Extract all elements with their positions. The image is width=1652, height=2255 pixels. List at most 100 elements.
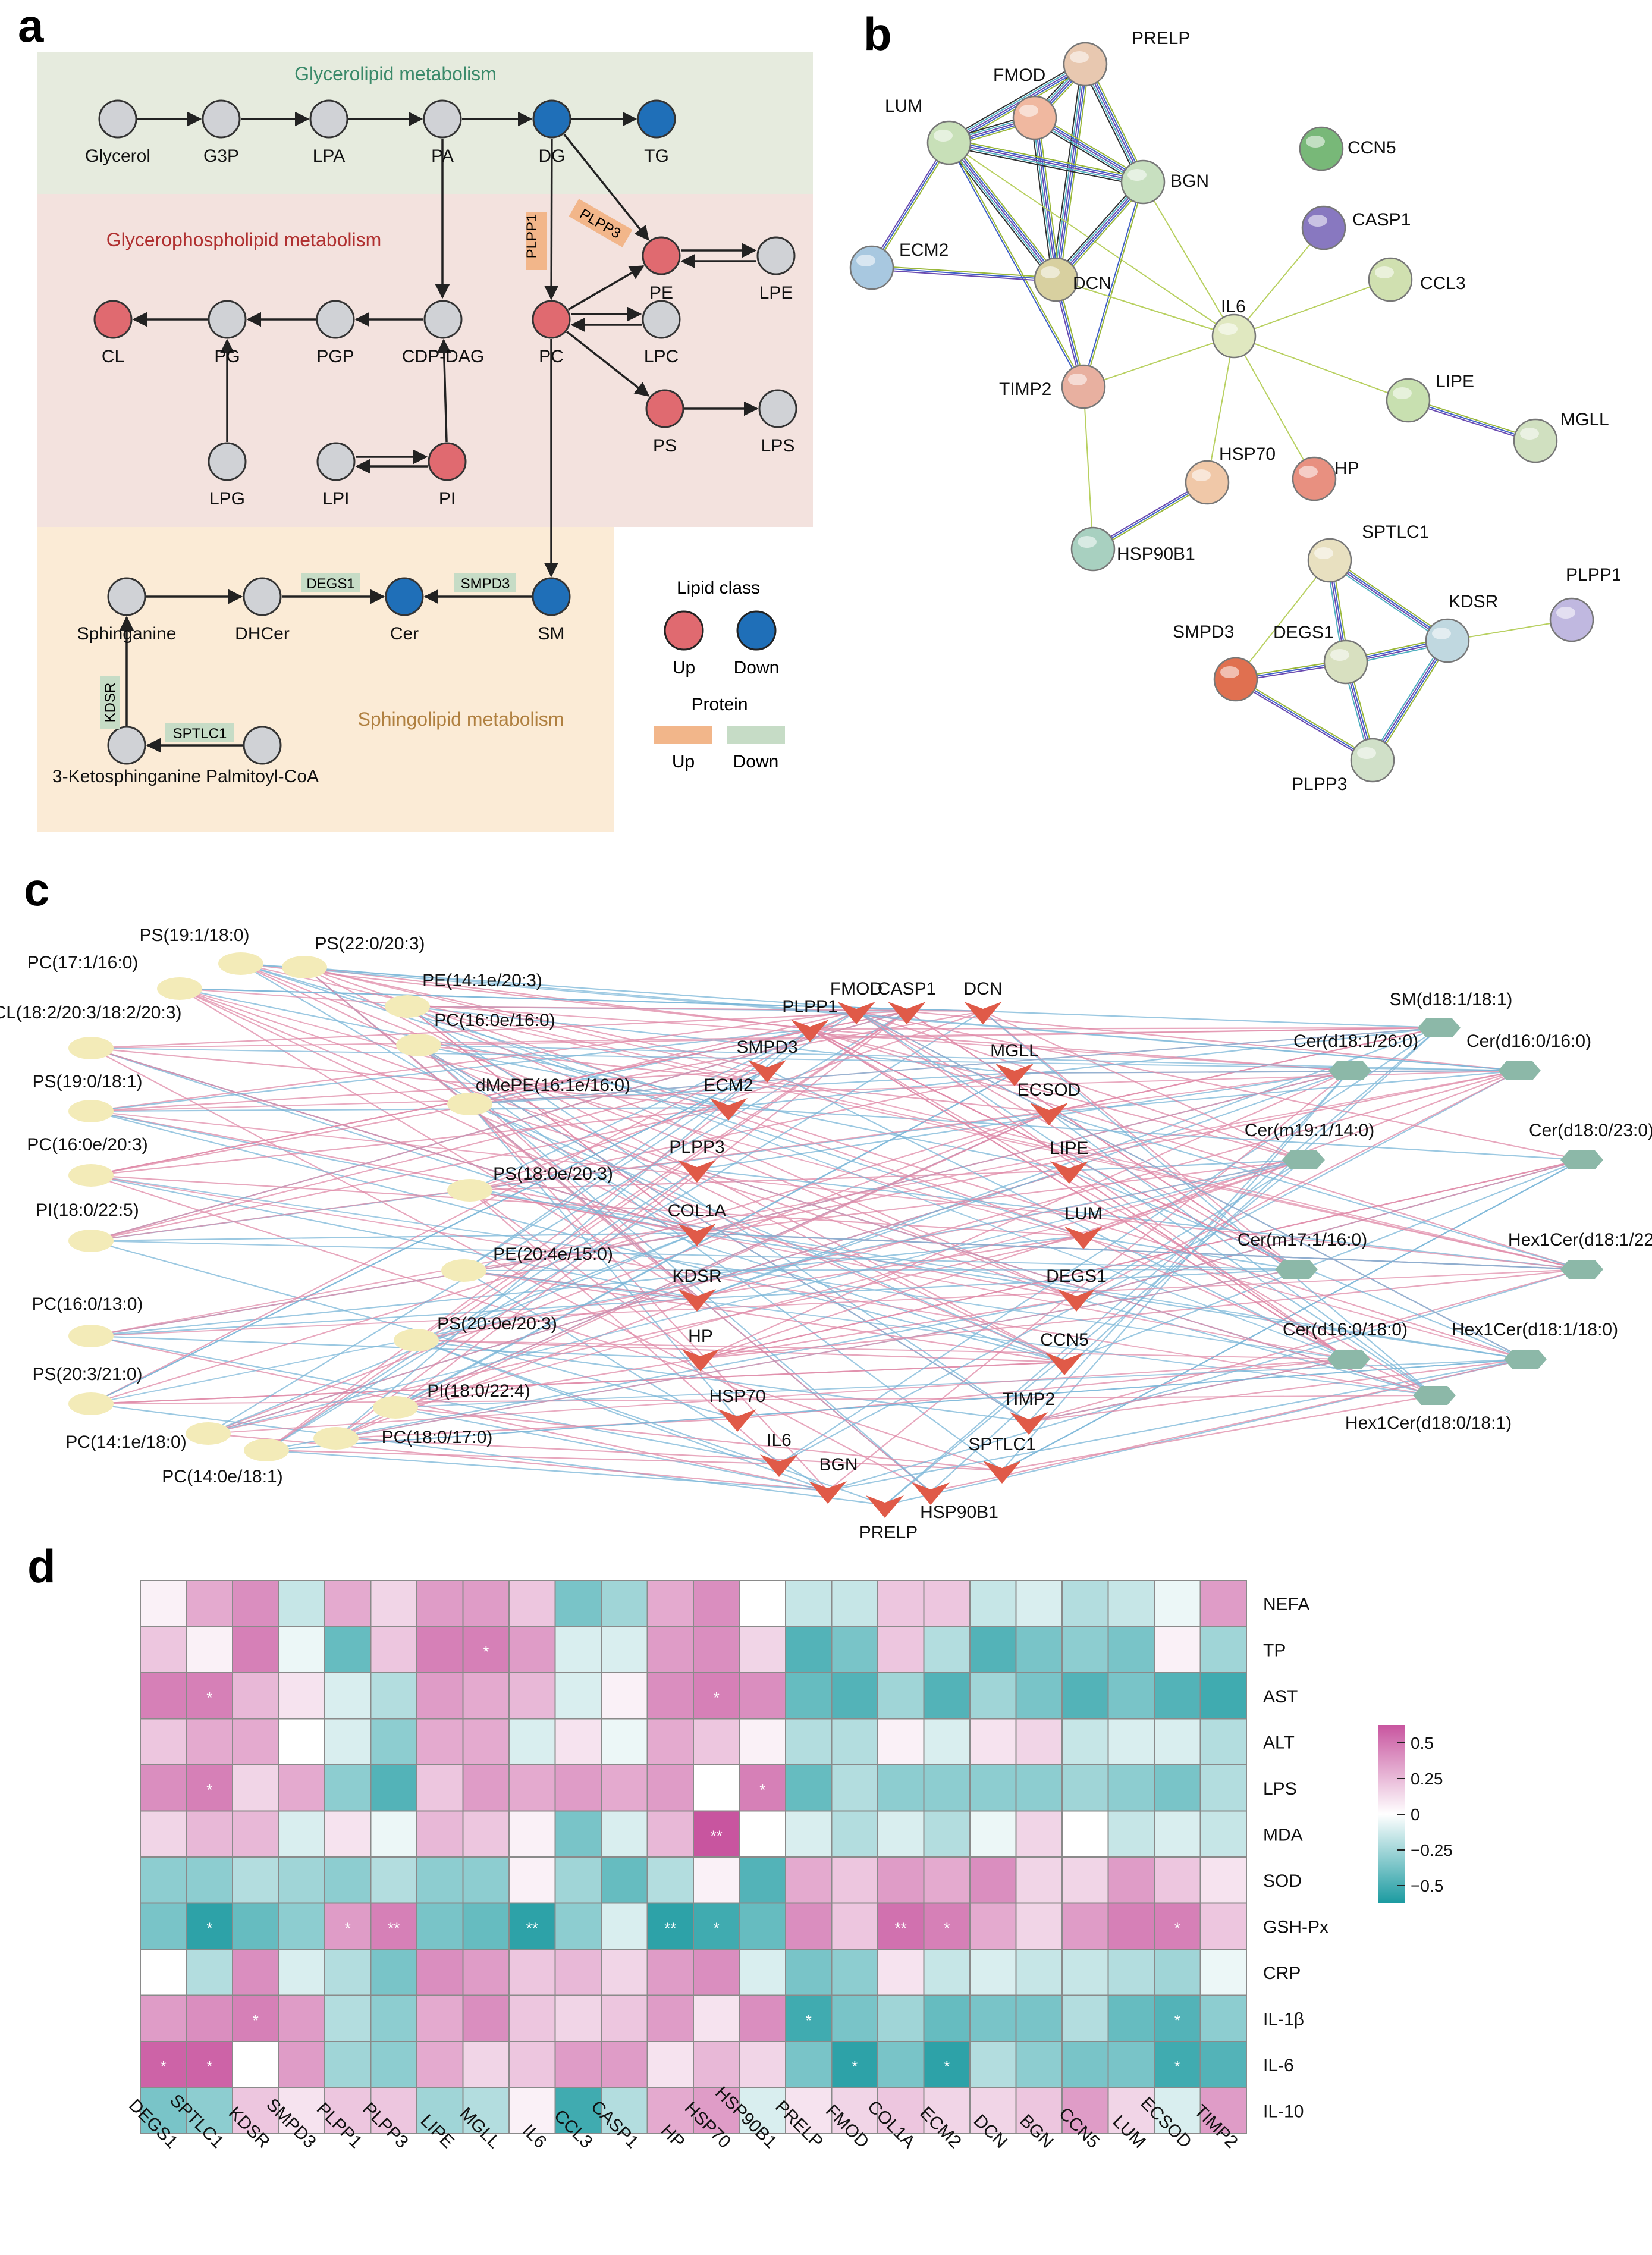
- heatmap-row-label: LPS: [1263, 1779, 1297, 1799]
- svg-text:SPTLC1: SPTLC1: [173, 726, 227, 742]
- significance-marker: *: [714, 1689, 720, 1707]
- heatmap-cell: [232, 1580, 279, 1627]
- protein-node: [809, 1481, 847, 1504]
- lipid-node-label: Cer(m19:1/14:0): [1245, 1121, 1374, 1140]
- ppi-node-highlight: [1078, 536, 1097, 548]
- network-edge: [395, 1406, 1003, 1472]
- protein-node: [709, 1098, 748, 1121]
- heatmap-cell: [601, 1994, 648, 2042]
- lipid-node-ps: [645, 389, 684, 428]
- heatmap-cell: [923, 1856, 971, 1904]
- heatmap-cell: [278, 1949, 325, 1996]
- lipid-node-label: Cer(d18:0/23:0): [1529, 1121, 1652, 1140]
- heatmap-cell: [462, 1580, 510, 1627]
- network-edge: [90, 1110, 698, 1234]
- significance-marker: **: [895, 1919, 907, 1937]
- heatmap-cell: [1199, 1902, 1247, 1950]
- network-edge: [208, 1011, 907, 1434]
- network-edge: [1076, 1297, 1435, 1397]
- heatmap-cell: [140, 1902, 187, 1950]
- network-edge: [696, 1070, 1351, 1300]
- heatmap-cell: [278, 1764, 325, 1812]
- heatmap-cell: [969, 1994, 1017, 2042]
- glycerophospholipid-node: [441, 1259, 486, 1282]
- heatmap-cell: [601, 1949, 648, 1996]
- significance-marker: *: [944, 2058, 950, 2075]
- heatmap-cell: [232, 1764, 279, 1812]
- heatmap-cell: [370, 1626, 417, 1673]
- lipid-node-pgp: [316, 300, 355, 339]
- correlation-heatmap: ****************************NEFATPASTALT…: [125, 1580, 1328, 2152]
- network-edge: [90, 1070, 1520, 1112]
- heatmap-cell: [554, 1580, 602, 1627]
- lipid-node-sphinganine: [107, 577, 146, 616]
- ppi-node-label-fmod: FMOD: [993, 65, 1045, 85]
- heatmap-cell: [877, 1580, 925, 1627]
- significance-marker: *: [1174, 2058, 1180, 2075]
- heatmap-cell: [1061, 1994, 1109, 2042]
- network-edge: [463, 1028, 811, 1271]
- heatmap-cell: [785, 1672, 833, 1720]
- heatmap-cell: [370, 1949, 417, 1996]
- protein-node: [678, 1224, 716, 1246]
- heatmap-cell: [370, 1856, 417, 1904]
- heatmap-cell: [877, 2087, 925, 2134]
- heatmap-cell: [508, 2087, 556, 2134]
- ppi-node-highlight: [1375, 266, 1394, 278]
- heatmap-cell: [646, 1764, 694, 1812]
- heatmap-cell: [969, 1580, 1017, 1627]
- heatmap-cell: [1107, 1949, 1155, 1996]
- heatmap-cell: [923, 1810, 971, 1858]
- protein-node-label: DCN: [964, 979, 1003, 999]
- heatmap-cell: [1154, 1626, 1201, 1673]
- ppi-node-plpp1: [1549, 597, 1594, 642]
- protein-node-label: KDSR: [672, 1266, 721, 1286]
- glycerophospholipid-node: [244, 1439, 289, 1461]
- ppi-node-label-ccn5: CCN5: [1348, 138, 1396, 158]
- ppi-edge-TIMP2-IL6: [1083, 335, 1235, 387]
- svg-text:DEGS1: DEGS1: [306, 576, 354, 592]
- heatmap-cell: [785, 1994, 833, 2042]
- ppi-edge-PRELP-DCN: [1053, 64, 1084, 280]
- network-edge: [700, 1159, 1582, 1360]
- lipid-node-lps: [758, 389, 797, 428]
- lipid-node-label: Cer(d16:0/16:0): [1466, 1031, 1591, 1051]
- lipid-node-label-pe: PE: [649, 283, 673, 303]
- heatmap-cell: [1061, 1902, 1109, 1950]
- heatmap-cell: [324, 1949, 372, 1996]
- panel-b-letter: b: [863, 8, 892, 60]
- heatmap-cell: [693, 1718, 740, 1765]
- network-edge: [700, 1159, 1304, 1360]
- ppi-edge-KDSR-PLPP3: [1370, 638, 1446, 759]
- correlation-network-nodes: PS(19:1/18:0)PS(22:0/20:3)PC(17:1/16:0)P…: [0, 926, 1652, 1542]
- lipid-node-label: Cer(d16:0/18:0): [1283, 1320, 1408, 1340]
- legend-protein-up: [654, 726, 712, 744]
- glycerophospholipid-node: [394, 1329, 439, 1351]
- heatmap-cell: [186, 1902, 233, 1950]
- network-edge: [90, 1174, 1003, 1472]
- heatmap-cell: [739, 1856, 786, 1904]
- network-edge: [179, 987, 1070, 1172]
- network-edge: [90, 1111, 1582, 1270]
- protein-node-label: SPTLC1: [968, 1435, 1035, 1454]
- network-edge: [90, 1068, 768, 1112]
- ppi-node-ccn5: [1299, 126, 1344, 171]
- lipid-node-label: Hex1Cer(d18:0/18:1): [1345, 1413, 1512, 1433]
- lipid-node-label-pc: PC: [539, 347, 564, 366]
- heatmap-cell: [739, 1764, 786, 1812]
- heatmap-cell: [785, 1902, 833, 1950]
- glycerophospholipid-node: [373, 1396, 418, 1419]
- pathway-arrow: [566, 331, 650, 397]
- ppi-node-sptlc1: [1307, 538, 1352, 583]
- protein-node-label: PLPP3: [669, 1137, 724, 1157]
- ppi-node-label-casp1: CASP1: [1352, 210, 1411, 230]
- network-edge: [463, 1269, 1297, 1271]
- heatmap-cell: [693, 1626, 740, 1673]
- heatmap-cell: [1015, 1626, 1063, 1673]
- heatmap-row-label: CRP: [1263, 1964, 1301, 1983]
- heatmap-cell: [739, 1810, 786, 1858]
- network-edge: [982, 1011, 1297, 1270]
- heatmap-cell: [416, 1856, 464, 1904]
- heatmap-row-label: IL-1β: [1263, 2009, 1304, 2029]
